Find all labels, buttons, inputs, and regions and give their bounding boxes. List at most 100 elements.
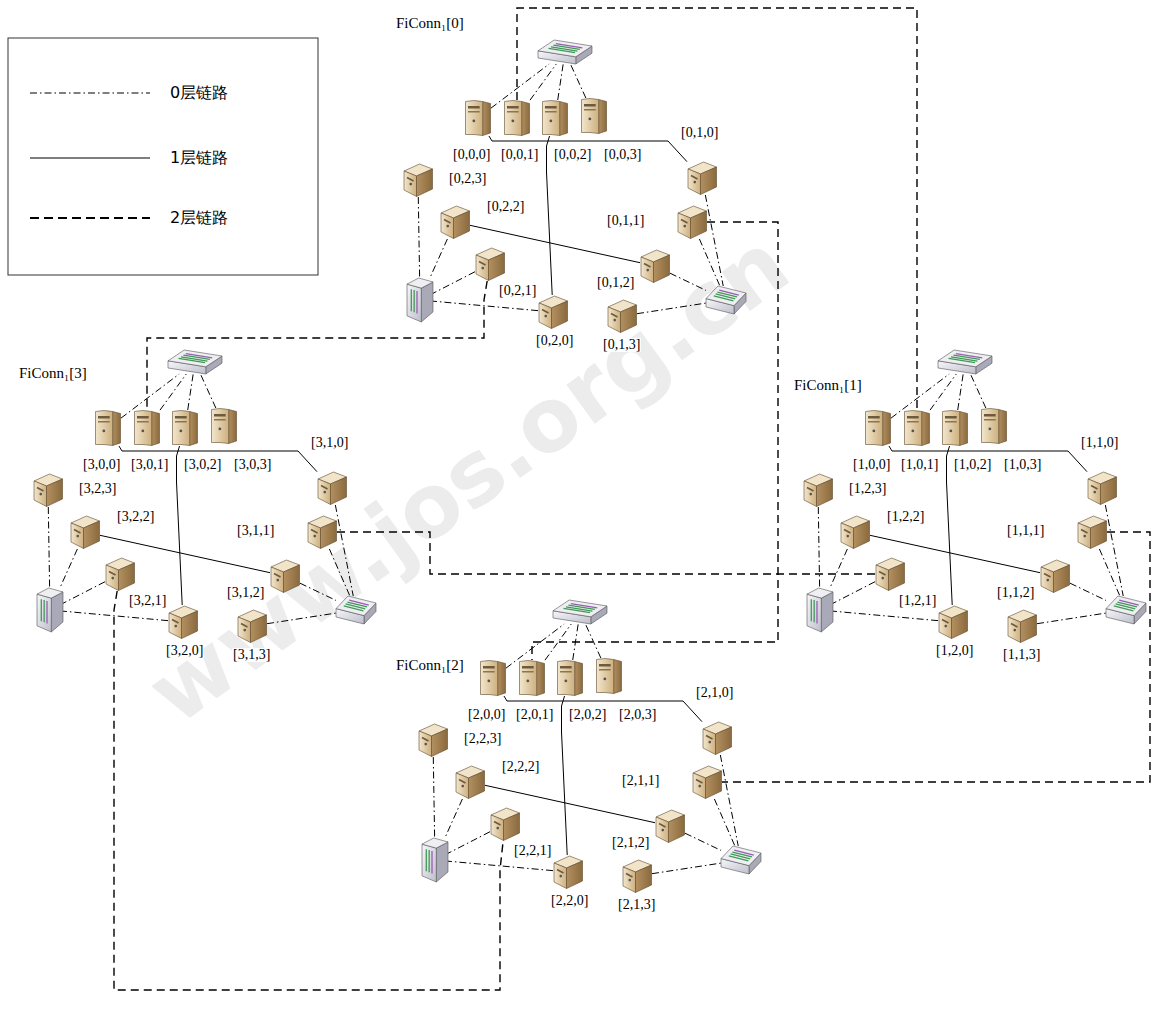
server-side (922, 412, 930, 446)
server-slot (507, 106, 519, 109)
server-button (111, 577, 114, 580)
server-node: [2,1,3] (622, 859, 652, 893)
server-side (251, 615, 267, 643)
server-slot (98, 421, 110, 423)
server-node: [1,2,0] (938, 605, 968, 639)
server-icon (702, 721, 732, 755)
server-slot (459, 780, 466, 784)
server-side (119, 563, 135, 591)
server-slot (507, 111, 519, 113)
server-label: [0,2,0] (535, 334, 574, 348)
server-side (552, 301, 568, 329)
server-label: [0,0,2] (553, 148, 592, 162)
server-icon (904, 410, 930, 446)
server-front (558, 661, 575, 696)
server-node: [2,2,3] (418, 723, 448, 757)
server-node: [1,2,2] (840, 515, 870, 549)
server-front (491, 815, 504, 841)
server-label: [3,1,3] (232, 648, 271, 662)
server-label: [0,2,2] (486, 200, 525, 214)
switch-front (37, 594, 51, 632)
level0-link (530, 64, 556, 100)
level0-link (1099, 549, 1119, 596)
server-icon (455, 765, 485, 799)
switch-top (807, 588, 833, 598)
server-label: [3,2,3] (78, 482, 117, 496)
server-node: [3,2,0] (168, 605, 198, 639)
level0-link (433, 301, 538, 310)
server-label: [1,2,2] (886, 510, 925, 524)
switch-port-stripe (416, 291, 417, 314)
level0-link (335, 505, 353, 596)
server-slot (444, 220, 451, 224)
server-slot (172, 620, 179, 624)
server-label: [2,0,1] (515, 708, 554, 722)
server-node: [0,1,0] (687, 161, 717, 195)
server-side (498, 662, 506, 696)
server-label: [3,0,2] (183, 458, 222, 472)
switch-icon (807, 588, 833, 632)
server-side (654, 255, 670, 283)
server-slot (311, 530, 318, 534)
server-front (939, 613, 952, 639)
server-label: [1,0,2] (953, 458, 992, 472)
server-icon (640, 249, 670, 283)
server-node: [3,2,1] (105, 557, 135, 591)
server-label: [0,1,3] (602, 338, 641, 352)
server-slot (494, 822, 501, 826)
server-node: [1,0,0] (865, 410, 891, 446)
level1-link (489, 136, 687, 162)
level0-link (637, 303, 706, 314)
level1-link (119, 446, 317, 472)
server-button (481, 267, 484, 270)
server-slot (407, 178, 414, 182)
server-slot (557, 870, 564, 874)
server-node: [3,2,2] (70, 515, 100, 549)
server-icon (1007, 609, 1037, 643)
server-label: [3,0,1] (130, 458, 169, 472)
server-label: [1,1,0] (1080, 436, 1119, 450)
server-side (614, 660, 622, 694)
switch-port-stripe (426, 849, 427, 871)
level0-link (833, 582, 875, 604)
server-node: [0,2,0] (538, 295, 568, 329)
server-slot (844, 530, 851, 534)
server-slot (98, 416, 110, 419)
server-button (544, 315, 547, 318)
server-label: [0,1,0] (680, 126, 719, 140)
server-slot (691, 176, 698, 180)
level0-link (329, 549, 349, 596)
server-icon (465, 100, 491, 136)
server-icon (33, 473, 63, 507)
server-icon (105, 557, 135, 591)
level0-link (60, 549, 78, 588)
server-node: [2,2,1] (490, 807, 520, 841)
server-slot (659, 824, 666, 828)
server-label: [1,1,1] (1006, 524, 1045, 538)
level0-link (570, 64, 585, 98)
switch-port-stripe (811, 599, 812, 621)
server-front (841, 523, 854, 549)
server-slot (109, 572, 116, 576)
server-front (641, 257, 654, 283)
level0-link (188, 374, 193, 410)
server-front (71, 523, 84, 549)
switch-top (422, 838, 448, 848)
server-slot (626, 874, 633, 878)
switch-top (407, 278, 433, 288)
switch-port-stripe (186, 354, 212, 358)
server-side (883, 412, 891, 446)
switch-top (538, 40, 592, 57)
server-icon (981, 408, 1007, 444)
server-side (1091, 521, 1107, 549)
server-side (669, 815, 685, 843)
server-button (588, 117, 591, 120)
server-front (554, 863, 567, 889)
server-slot (907, 416, 919, 419)
level0-link (958, 374, 963, 410)
switch-icon (706, 286, 746, 314)
server-slot (522, 671, 534, 673)
server-slot (560, 666, 572, 669)
switch-side (51, 592, 63, 632)
